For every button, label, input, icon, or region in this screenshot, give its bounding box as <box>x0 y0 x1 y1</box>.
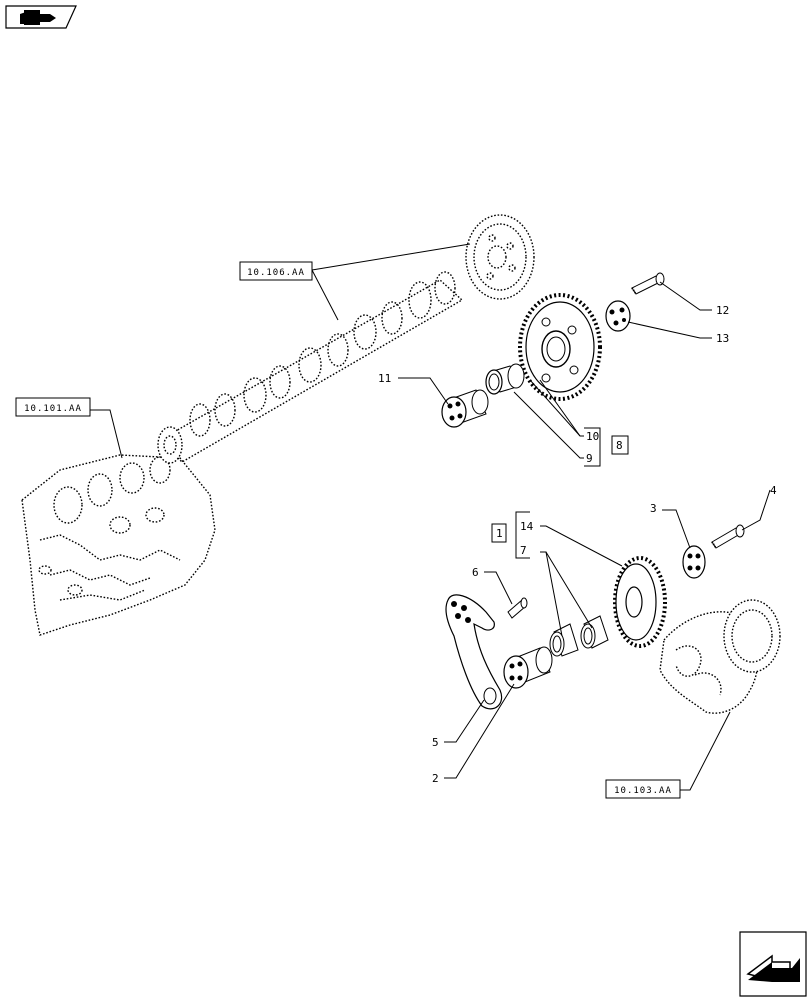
leader-lines <box>90 243 771 791</box>
crankshaft-illustration <box>659 599 781 714</box>
callout-11: 11 <box>378 372 391 385</box>
hub-11-illustration <box>441 389 489 428</box>
ref-text-block: 10.101.AA <box>24 404 82 414</box>
engine-block-illustration <box>21 454 216 636</box>
hub-2-illustration <box>503 646 553 689</box>
callout-9: 9 <box>586 452 593 465</box>
camshaft-gear-illustration <box>465 214 535 300</box>
callout-14: 14 <box>520 520 534 533</box>
camshaft-illustration <box>157 271 464 464</box>
callout-12: 12 <box>716 304 729 317</box>
callout-6: 6 <box>472 566 479 579</box>
bolt-6-illustration <box>507 597 528 619</box>
next-page-arrow-icon[interactable] <box>739 931 807 997</box>
callout-group-9-10: 10 9 8 <box>584 427 629 467</box>
idler-gear-lower <box>613 556 667 648</box>
callout-7: 7 <box>520 544 527 557</box>
ref-text-crank: 10.103.AA <box>614 786 672 796</box>
washer-3-illustration <box>682 545 706 579</box>
bushings-7-illustration <box>549 615 609 657</box>
callout-3: 3 <box>650 502 657 515</box>
callout-10: 10 <box>586 430 599 443</box>
book-arrow-icon[interactable] <box>5 5 77 29</box>
bolt-12-illustration <box>631 272 665 295</box>
ref-box-camshaft[interactable]: 10.106.AA <box>239 261 313 281</box>
ref-box-crank[interactable]: 10.103.AA <box>605 779 681 799</box>
bracket-5-illustration <box>445 594 503 710</box>
ref-text-camshaft: 10.106.AA <box>247 268 305 278</box>
callout-1: 1 <box>496 527 503 540</box>
washer-13-illustration <box>605 300 631 332</box>
callout-5: 5 <box>432 736 439 749</box>
bushing-9-illustration <box>485 363 525 395</box>
ref-box-block[interactable]: 10.101.AA <box>15 397 91 417</box>
bolt-4-illustration <box>711 524 745 549</box>
callout-13: 13 <box>716 332 729 345</box>
callout-4: 4 <box>770 484 777 497</box>
callout-2: 2 <box>432 772 439 785</box>
callout-1-box <box>491 523 507 543</box>
callout-group-14-7: 1 14 7 <box>491 511 534 559</box>
idler-gear-upper <box>518 293 602 401</box>
callout-8-box <box>611 435 629 455</box>
callout-8: 8 <box>616 439 623 452</box>
